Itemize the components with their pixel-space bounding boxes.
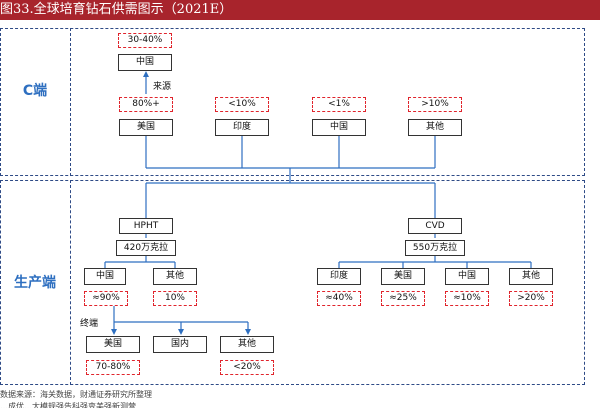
hpht-share-other: 10%: [153, 291, 197, 306]
hpht-box: HPHT: [119, 218, 173, 234]
cvd-capacity: 550万克拉: [405, 240, 465, 256]
terminal-us: 美国: [86, 336, 140, 353]
market-other: 其他: [408, 119, 462, 136]
production-section: [0, 180, 585, 385]
production-label: 生产端: [14, 275, 56, 291]
footer-note: …成优…太模规强告科强变美强新测营: [0, 402, 136, 408]
title-bar: [0, 0, 600, 20]
source-label: 来源: [153, 82, 172, 92]
cvd-share-india: ≈40%: [317, 291, 361, 306]
figure-title: 图33.全球培育钻石供需图示（2021E）: [0, 2, 233, 17]
consumer-label: C端: [22, 83, 48, 99]
cvd-producer-china: 中国: [445, 268, 489, 285]
terminal-other: 其他: [220, 336, 274, 353]
cvd-box: CVD: [408, 218, 462, 234]
market-india: 印度: [215, 119, 269, 136]
consumer-divider: [70, 28, 71, 176]
market-share-other: >10%: [408, 97, 462, 112]
market-share-india: <10%: [215, 97, 269, 112]
market-china: 中国: [312, 119, 366, 136]
market-share-china: <1%: [312, 97, 366, 112]
cvd-share-us: ≈25%: [381, 291, 425, 306]
market-share-us: 80%+: [119, 97, 173, 112]
china-import-share: 30-40%: [118, 33, 172, 48]
terminal-label: 终端: [80, 319, 99, 329]
cvd-share-china: ≈10%: [445, 291, 489, 306]
cvd-producer-india: 印度: [317, 268, 361, 285]
terminal-domestic: 国内: [153, 336, 207, 353]
terminal-share-us: 70-80%: [86, 360, 140, 375]
hpht-capacity: 420万克拉: [116, 240, 176, 256]
terminal-share-other: <20%: [220, 360, 274, 375]
hpht-share-china: ≈90%: [84, 291, 128, 306]
cvd-share-other: >20%: [509, 291, 553, 306]
hpht-producer-china: 中国: [84, 268, 126, 285]
cvd-producer-other: 其他: [509, 268, 553, 285]
data-source: 数据来源：海关数据，财通证券研究所整理: [0, 390, 152, 399]
market-us: 美国: [119, 119, 173, 136]
china-consumer-box: 中国: [118, 54, 172, 71]
production-divider: [70, 180, 71, 385]
consumer-section: [0, 28, 585, 176]
cvd-producer-us: 美国: [381, 268, 425, 285]
hpht-producer-other: 其他: [153, 268, 197, 285]
